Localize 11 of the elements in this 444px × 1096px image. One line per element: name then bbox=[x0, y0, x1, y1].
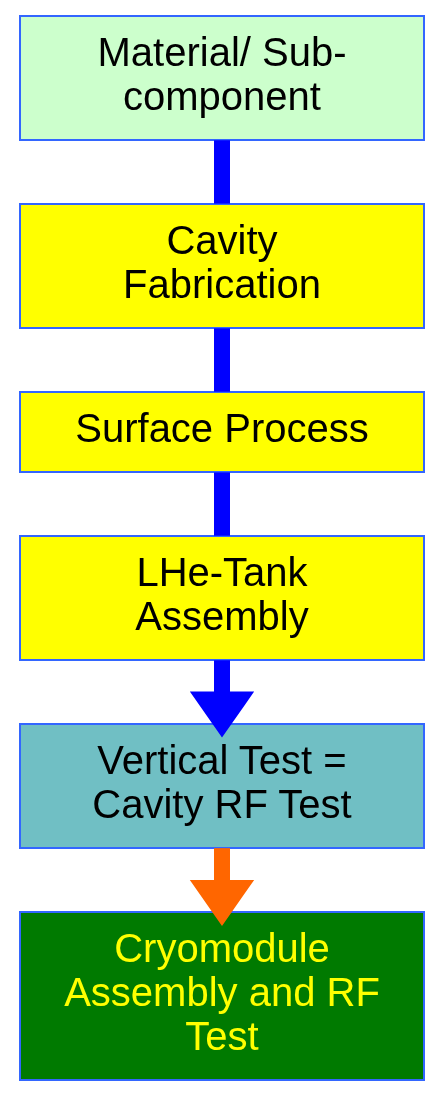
node-box: LHe-Tank Assembly bbox=[19, 535, 425, 661]
arrow bbox=[189, 660, 255, 738]
node-box: Cryomodule Assembly and RF Test bbox=[19, 911, 425, 1081]
connector bbox=[214, 328, 230, 392]
arrow bbox=[189, 848, 255, 926]
connector bbox=[214, 472, 230, 536]
node-box: Vertical Test = Cavity RF Test bbox=[19, 723, 425, 849]
connector bbox=[214, 140, 230, 204]
node-box: Surface Process bbox=[19, 391, 425, 473]
node-box: Cavity Fabrication bbox=[19, 203, 425, 329]
node-box: Material/ Sub-component bbox=[19, 15, 425, 141]
